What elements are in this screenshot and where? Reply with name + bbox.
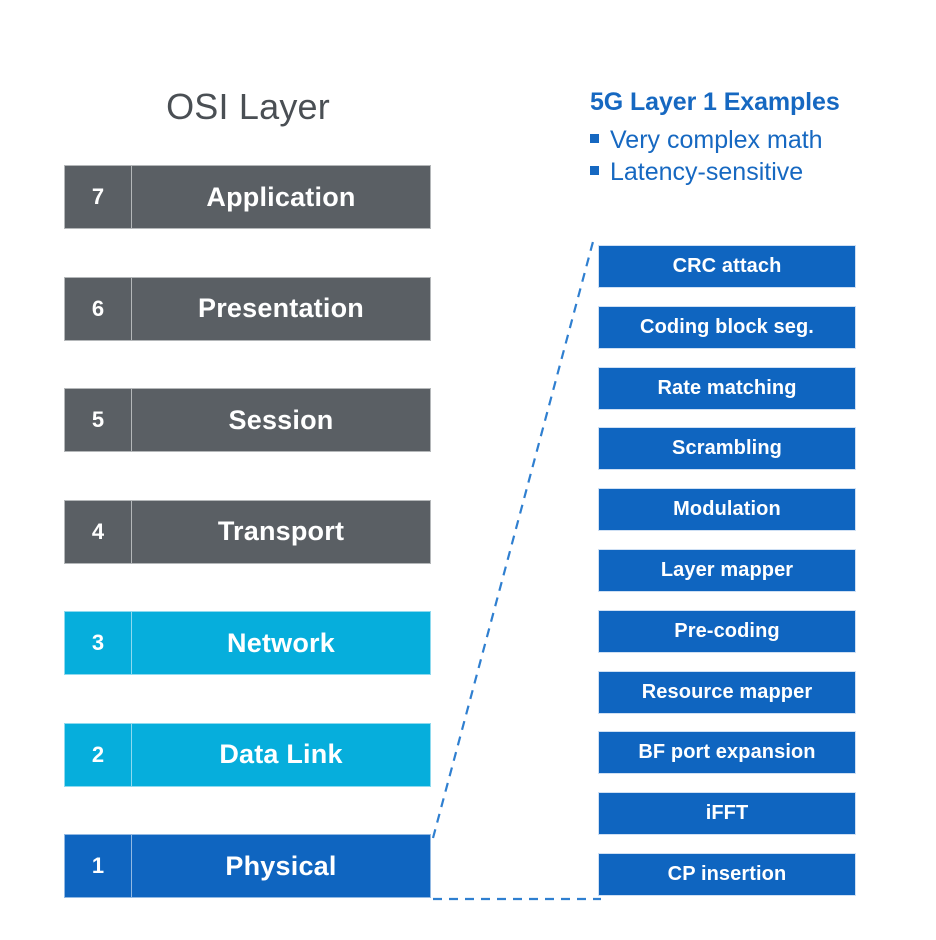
examples-title: 5G Layer 1 Examples: [590, 88, 840, 116]
osi-layer-name: Transport: [132, 499, 431, 564]
layer1-step-box[interactable]: Resource mapper: [598, 670, 856, 714]
layer1-step-box[interactable]: BF port expansion: [598, 731, 856, 775]
osi-layer-number: 1: [64, 834, 132, 898]
osi-layer-number: 3: [64, 611, 132, 675]
layer1-step-box[interactable]: CRC attach: [598, 245, 856, 288]
osi-layer-name: Data Link: [132, 722, 431, 787]
osi-layer-name: Session: [132, 388, 431, 452]
osi-layer-number: 7: [64, 165, 132, 229]
osi-layer-name: Network: [132, 611, 431, 675]
osi-layer-number: 4: [64, 499, 132, 564]
square-bullet-icon: [590, 166, 599, 175]
layer1-step-box[interactable]: Coding block seg.: [598, 305, 856, 349]
examples-bullet-label: Very complex math: [610, 126, 823, 154]
square-bullet-icon: [590, 134, 599, 143]
osi-layer-number: 6: [64, 276, 132, 341]
callout-line-diagonal: [431, 237, 596, 839]
layer1-step-box[interactable]: Rate matching: [598, 366, 856, 410]
layer1-step-box[interactable]: Layer mapper: [598, 549, 856, 592]
osi-layer-name: Application: [132, 165, 431, 229]
layer1-step-box[interactable]: Modulation: [598, 488, 856, 532]
page-title: OSI Layer: [166, 86, 330, 127]
osi-layer-number: 2: [64, 722, 132, 787]
layer1-step-box[interactable]: CP insertion: [598, 853, 856, 896]
layer1-step-box[interactable]: Scrambling: [598, 427, 856, 471]
examples-bullet-item: Very complex math: [590, 124, 823, 156]
examples-bullet-item: Latency-sensitive: [590, 156, 823, 188]
layer1-step-box[interactable]: iFFT: [598, 792, 856, 836]
examples-bullet-label: Latency-sensitive: [610, 158, 804, 186]
osi-layer-number: 5: [64, 388, 132, 452]
osi-layer-name: Physical: [132, 834, 431, 898]
osi-layer-name: Presentation: [132, 276, 431, 341]
layer1-step-box[interactable]: Pre-coding: [598, 609, 856, 653]
